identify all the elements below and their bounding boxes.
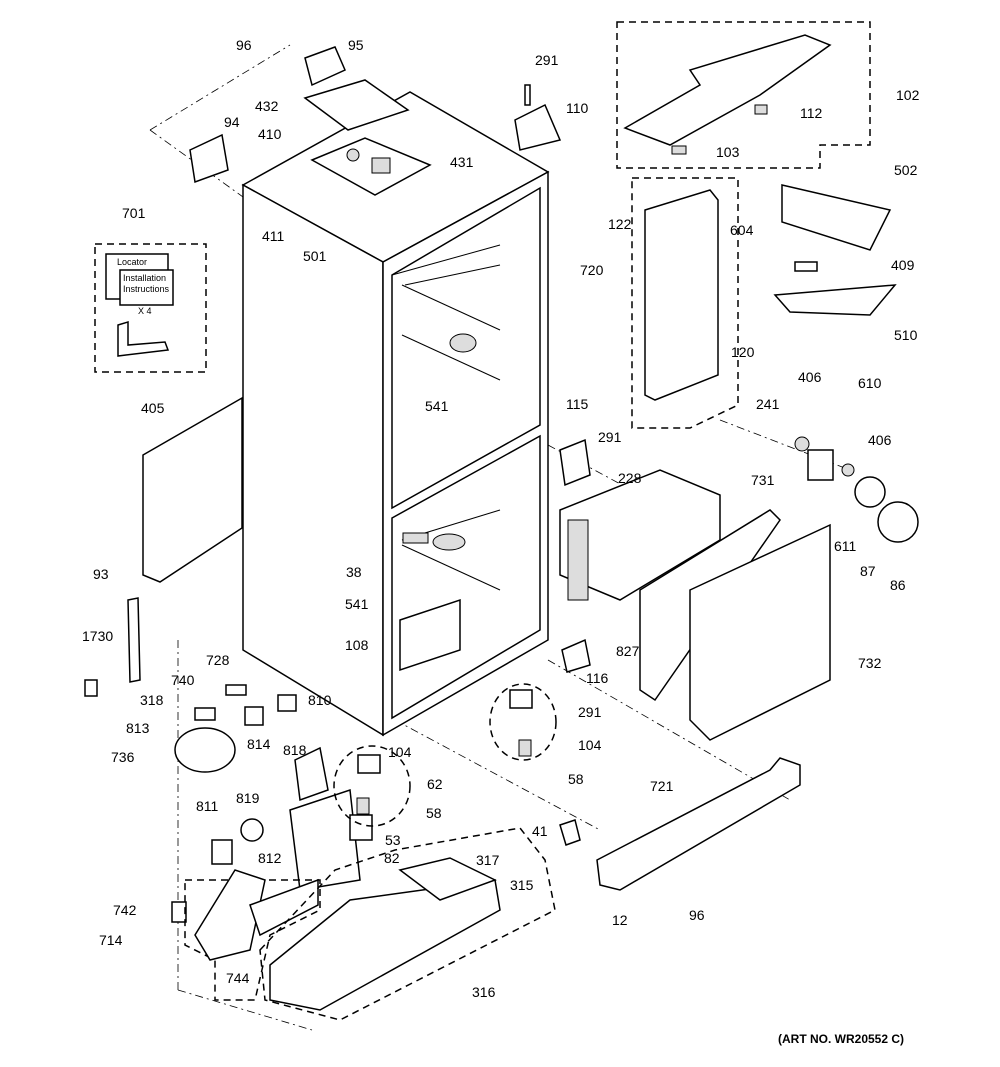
- part-label-502: 502: [894, 162, 918, 178]
- part-label-58: 58: [568, 771, 584, 787]
- part-label-812: 812: [258, 850, 282, 866]
- part-label-744: 744: [226, 970, 250, 986]
- part-label-728: 728: [206, 652, 230, 668]
- part-label-12: 12: [612, 912, 628, 928]
- part-label-541: 541: [425, 398, 449, 414]
- part-label-1730: 1730: [82, 628, 113, 644]
- screw-quantity: X 4: [138, 306, 152, 316]
- part-label-228: 228: [618, 470, 642, 486]
- part-label-102: 102: [896, 87, 920, 103]
- part-label-87: 87: [860, 563, 876, 579]
- part-label-82: 82: [384, 850, 400, 866]
- part-label-611: 611: [834, 538, 857, 554]
- part-label-108: 108: [345, 637, 369, 653]
- part-label-93: 93: [93, 566, 109, 582]
- part-label-62: 62: [427, 776, 443, 792]
- part-label-406: 406: [798, 369, 822, 385]
- part-number-labels: 96 95 291 110 102 112 103 432 410 94 431 411 501 701 5…: [82, 37, 920, 1000]
- part-label-732: 732: [858, 655, 882, 671]
- part-label-813: 813: [126, 720, 150, 736]
- locator-kit: Locator Installation Instructions X 4: [94, 243, 207, 373]
- part-label-122: 122: [608, 216, 632, 232]
- part-label-701: 701: [122, 205, 146, 221]
- part-label-112: 112: [800, 105, 823, 121]
- part-label-110: 110: [566, 100, 589, 116]
- part-label-714: 714: [99, 932, 123, 948]
- kit-box-102: [616, 21, 871, 169]
- installation-card-line2: Instructions: [123, 284, 170, 294]
- part-label-104: 104: [388, 744, 412, 760]
- compressor-assembly: [84, 597, 373, 923]
- part-label-827: 827: [616, 643, 640, 659]
- part-label-810: 810: [308, 692, 332, 708]
- base-kit-box: [259, 827, 556, 1021]
- leveler-kit-left: [333, 745, 411, 827]
- part-label-96: 96: [689, 907, 705, 923]
- part-label-410: 410: [258, 126, 282, 142]
- kickplate: [596, 757, 801, 891]
- part-label-501: 501: [303, 248, 327, 264]
- art-number: (ART NO. WR20552 C): [778, 1032, 904, 1046]
- part-label-38: 38: [346, 564, 362, 580]
- refrigerator-cabinet: [241, 91, 550, 737]
- part-label-291: 291: [578, 704, 602, 720]
- installation-card-line1: Installation: [123, 273, 166, 283]
- part-label-41: 41: [532, 823, 548, 839]
- part-label-104: 104: [578, 737, 602, 753]
- part-label-432: 432: [255, 98, 279, 114]
- part-label-316: 316: [472, 984, 496, 1000]
- part-label-103: 103: [716, 144, 740, 160]
- leveler-kit-right: [489, 683, 557, 761]
- part-label-541: 541: [345, 596, 369, 612]
- part-label-405: 405: [141, 400, 165, 416]
- part-label-53: 53: [385, 832, 401, 848]
- rear-access-cover: [142, 396, 243, 583]
- part-label-736: 736: [111, 749, 135, 765]
- drain-pan-kit-box: [184, 879, 321, 1001]
- part-label-811: 811: [196, 798, 219, 814]
- part-label-291: 291: [598, 429, 622, 445]
- part-label-431: 431: [450, 154, 474, 170]
- control-housing: [189, 46, 562, 196]
- part-label-818: 818: [283, 742, 307, 758]
- part-label-241: 241: [756, 396, 780, 412]
- part-label-94: 94: [224, 114, 240, 130]
- part-label-318: 318: [140, 692, 164, 708]
- part-label-315: 315: [510, 877, 534, 893]
- part-label-95: 95: [348, 37, 364, 53]
- door-kit-box: [631, 177, 739, 429]
- part-label-58: 58: [426, 805, 442, 821]
- part-label-120: 120: [731, 344, 755, 360]
- part-label-406: 406: [868, 432, 892, 448]
- part-label-740: 740: [171, 672, 195, 688]
- locator-card-label: Locator: [117, 257, 147, 267]
- part-label-409: 409: [891, 257, 915, 273]
- part-label-317: 317: [476, 852, 500, 868]
- part-label-86: 86: [890, 577, 906, 593]
- part-label-604: 604: [730, 222, 754, 238]
- evaporator-assembly: [559, 436, 919, 741]
- part-label-96: 96: [236, 37, 252, 53]
- part-label-731: 731: [751, 472, 775, 488]
- part-label-720: 720: [580, 262, 604, 278]
- part-label-814: 814: [247, 736, 271, 752]
- part-label-742: 742: [113, 902, 137, 918]
- part-label-411: 411: [262, 228, 285, 244]
- part-label-819: 819: [236, 790, 260, 806]
- part-label-115: 115: [566, 396, 589, 412]
- part-label-116: 116: [586, 670, 609, 686]
- part-label-610: 610: [858, 375, 882, 391]
- part-label-721: 721: [650, 778, 674, 794]
- part-label-291: 291: [535, 52, 559, 68]
- part-label-510: 510: [894, 327, 918, 343]
